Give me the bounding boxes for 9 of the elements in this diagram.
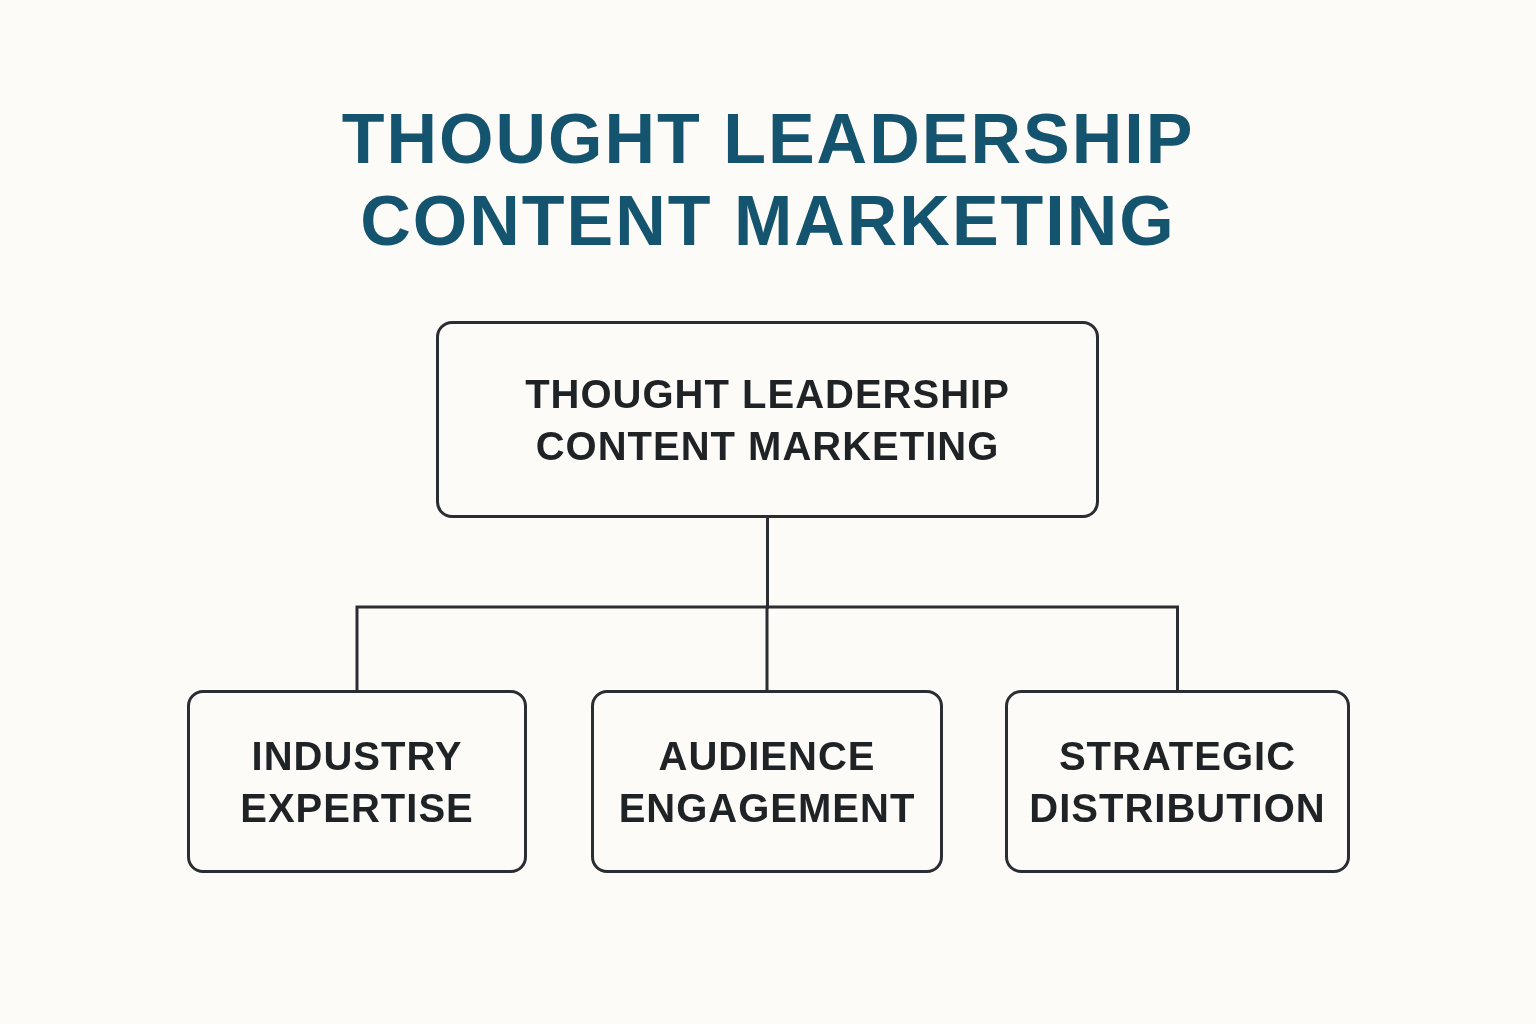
box-label: AUDIENCE ENGAGEMENT <box>617 732 917 832</box>
diagram-title: THOUGHT LEADERSHIP CONTENT MARKETING <box>340 99 1196 262</box>
process-box <box>591 690 943 873</box>
box-label: THOUGHT LEADERSHIP CONTENT MARKETING <box>524 370 1011 470</box>
process-box <box>187 690 527 873</box>
process-box <box>436 321 1099 518</box>
box-label: INDUSTRY EXPERTISE <box>239 732 475 832</box>
box-label: STRATEGIC DISTRIBUTION <box>1028 732 1327 832</box>
process-box <box>1005 690 1350 873</box>
